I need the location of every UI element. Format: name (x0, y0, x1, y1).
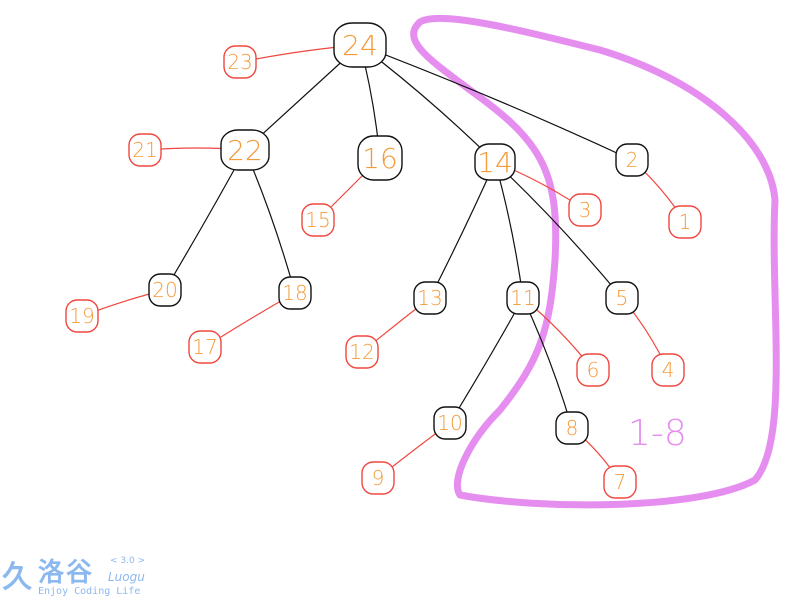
logo-version: < 3.0 > (110, 556, 146, 566)
node-19-label: 19 (69, 304, 94, 328)
node-21-circle (128, 133, 162, 167)
node-4-label: 4 (662, 358, 675, 382)
node-2-label: 2 (626, 148, 639, 172)
node-20-label: 20 (152, 278, 177, 302)
node-6-label: 6 (587, 358, 600, 382)
node-9-circle (361, 461, 395, 495)
logo-slogan: Enjoy Coding Life (38, 586, 141, 597)
node-17-label: 17 (192, 335, 217, 359)
edge-14-5 (494, 161, 623, 299)
edge-22-18 (244, 149, 296, 294)
node-2-circle (615, 143, 649, 177)
node-4-circle (651, 353, 685, 387)
logo-icon: 久 (2, 560, 32, 595)
node-9-label: 9 (372, 466, 385, 490)
node-22-label: 22 (227, 134, 263, 167)
node-23-label: 23 (227, 50, 252, 74)
node-23-circle (223, 45, 257, 79)
node-22-circle (220, 129, 270, 171)
node-6-circle (576, 353, 610, 387)
node-1-circle (668, 205, 702, 239)
node-7-label: 7 (614, 470, 627, 494)
node-14-circle (474, 143, 516, 181)
logo-name-en: Luogu (108, 570, 145, 584)
luogu-logo: 久 洛谷 < 3.0 > Luogu Enjoy Coding Life (2, 550, 162, 600)
node-15-label: 15 (305, 208, 330, 232)
node-19-circle (65, 299, 99, 333)
node-3-circle (568, 193, 602, 227)
node-15-circle (301, 203, 335, 237)
node-16-circle (357, 135, 403, 181)
edge-22-20 (164, 149, 246, 291)
node-12-circle (345, 335, 379, 369)
range-annotation: 1-8 (628, 413, 687, 454)
node-24-label: 24 (342, 29, 378, 62)
node-10-circle (433, 406, 467, 440)
node-20-circle (148, 273, 182, 307)
node-8-circle (555, 411, 589, 445)
node-10-label: 10 (437, 411, 462, 435)
node-18-circle (278, 276, 312, 310)
highlight-loop (410, 14, 780, 509)
node-11-label: 11 (510, 286, 535, 310)
node-13-circle (413, 281, 447, 315)
edge-14-11 (494, 161, 524, 299)
node-7-circle (603, 465, 637, 499)
node-12-label: 12 (349, 340, 374, 364)
edge-14-13 (429, 161, 496, 299)
node-13-label: 13 (417, 286, 442, 310)
node-5-label: 5 (616, 286, 629, 310)
logo-name-cn: 洛谷 (38, 558, 95, 588)
node-5-circle (605, 281, 639, 315)
edge-24-2 (359, 44, 633, 161)
node-3-label: 3 (579, 198, 592, 222)
node-8-label: 8 (566, 416, 579, 440)
edge-11-10 (449, 297, 524, 424)
node-24-circle (333, 22, 387, 68)
node-1-label: 1 (679, 210, 692, 234)
node-14-label: 14 (477, 146, 513, 179)
node-11-circle (506, 281, 540, 315)
node-16-label: 16 (362, 142, 398, 175)
node-17-circle (188, 330, 222, 364)
node-21-label: 21 (132, 138, 157, 162)
node-18-label: 18 (282, 281, 307, 305)
